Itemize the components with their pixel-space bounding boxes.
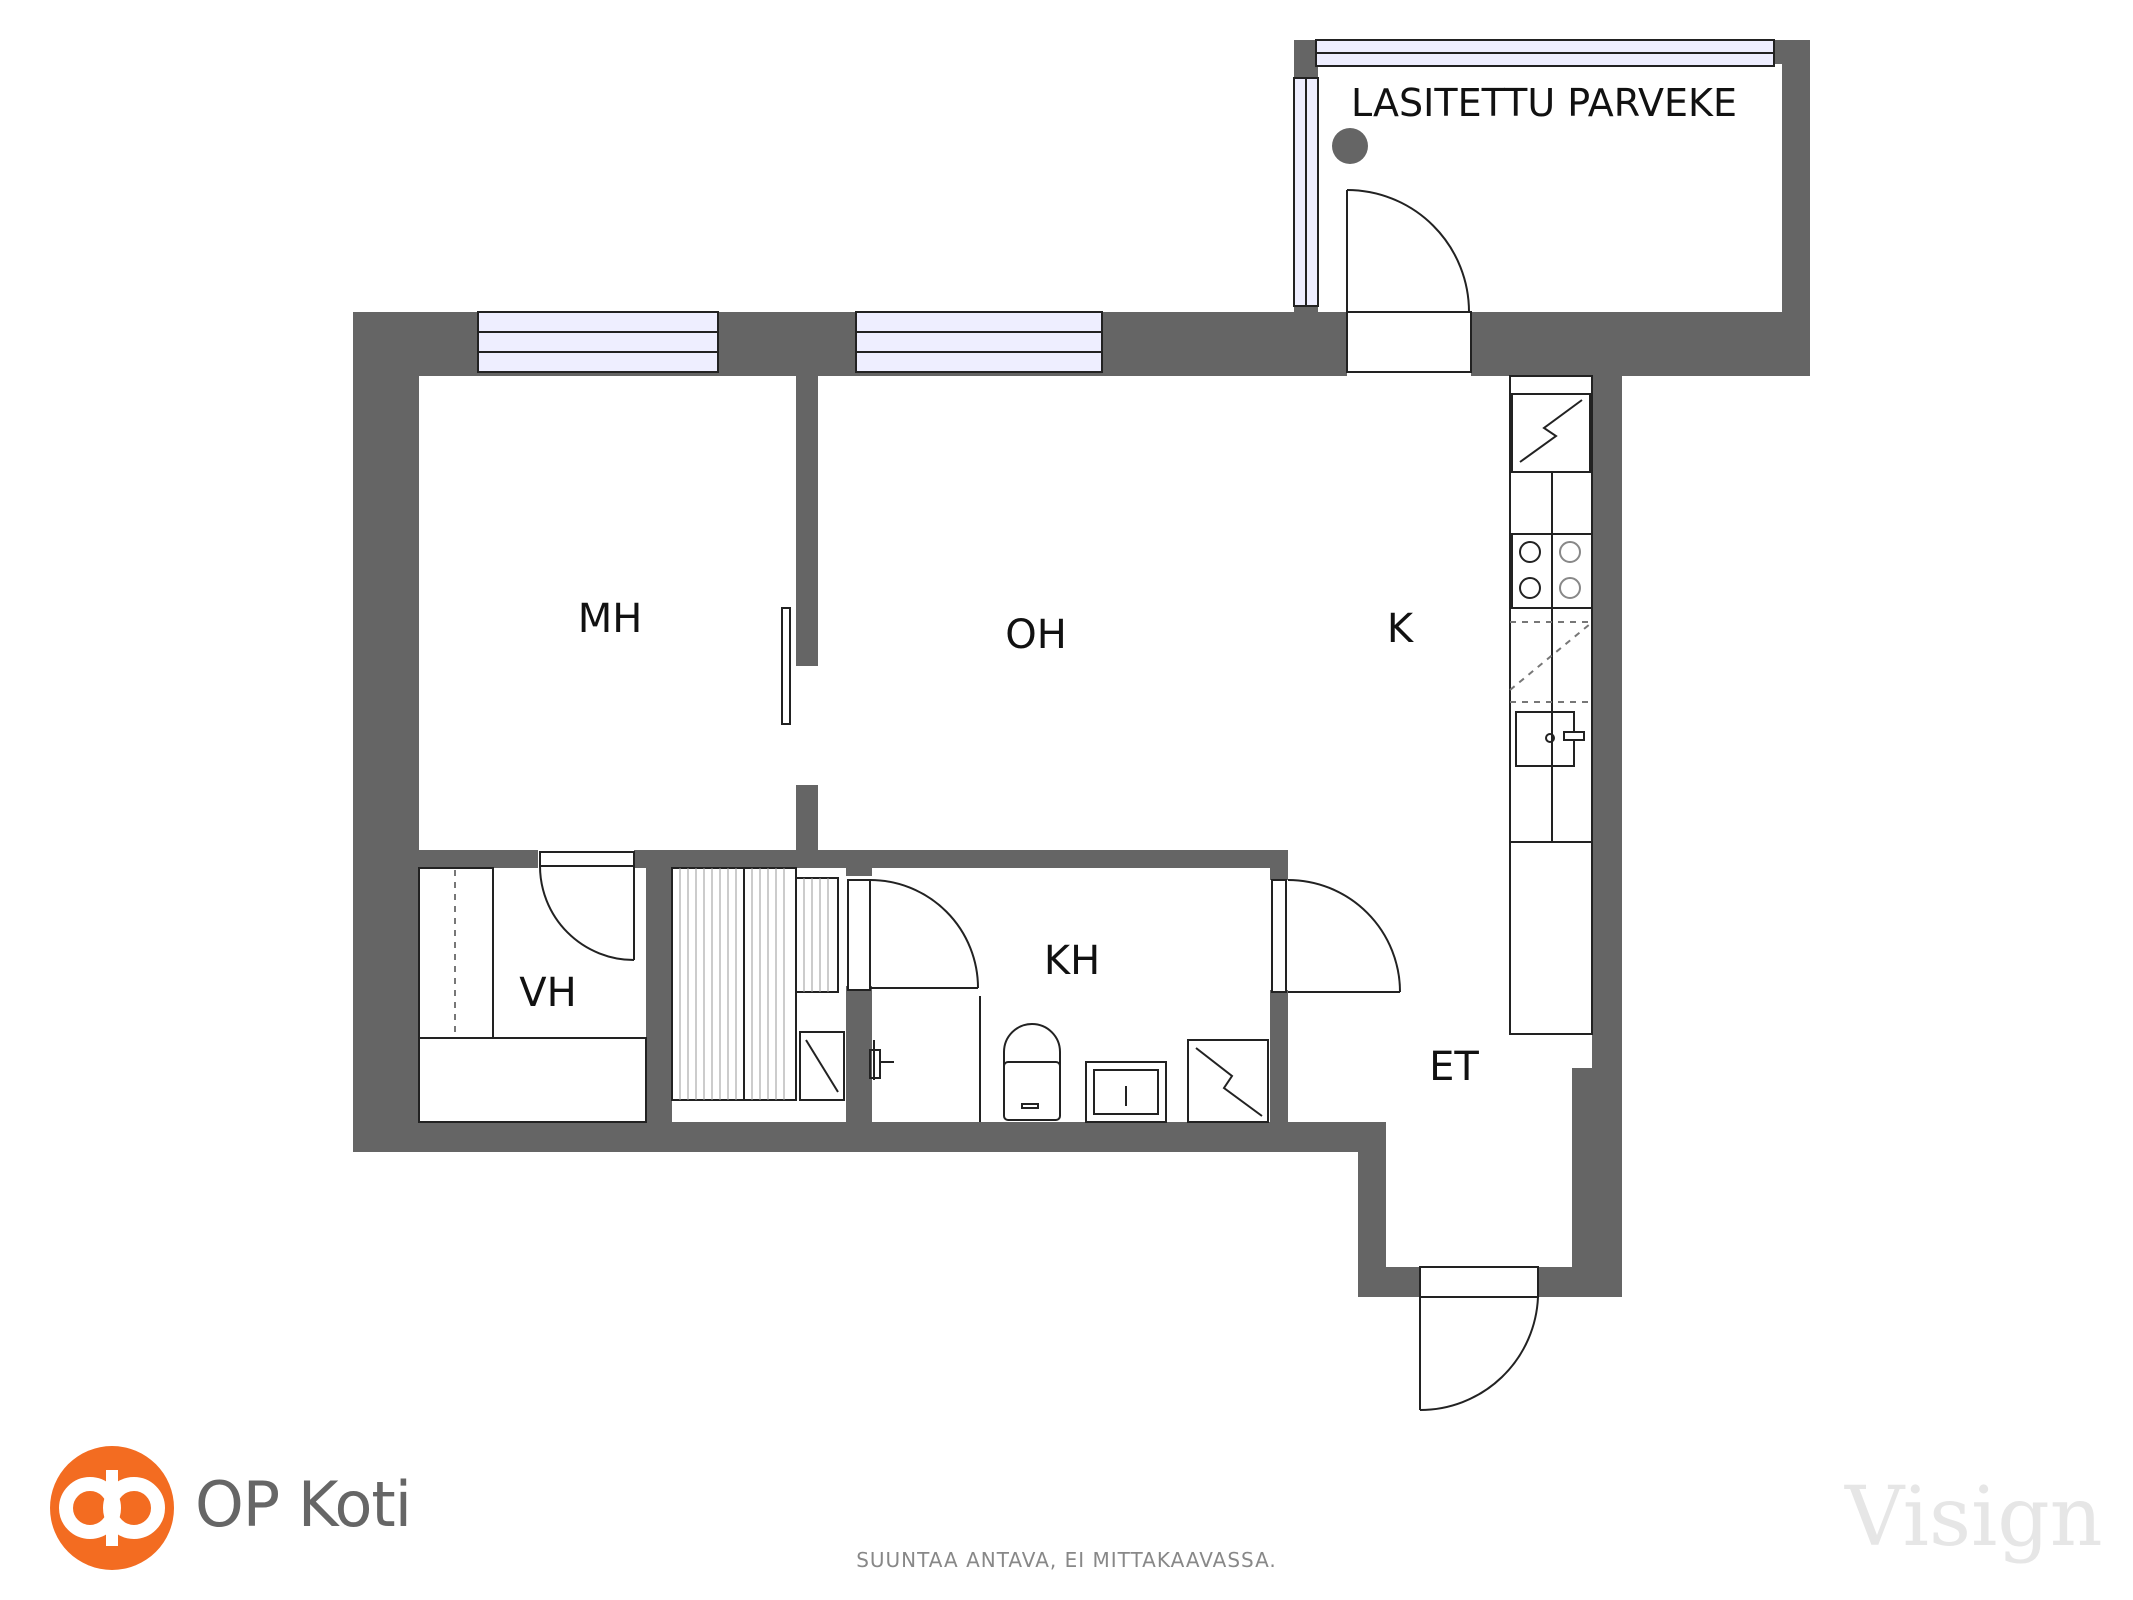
room-label-kh: KH bbox=[1044, 938, 1100, 984]
bathroom-fixtures bbox=[869, 996, 1269, 1123]
disclaimer: SUUNTAA ANTAVA, EI MITTAKAAVASSA. bbox=[856, 1548, 1277, 1572]
doors bbox=[539, 189, 1539, 1412]
brand-name: OP Koti bbox=[195, 1468, 412, 1541]
watermark: Visign bbox=[1845, 1470, 2103, 1565]
room-label-oh: OH bbox=[1005, 612, 1067, 658]
sauna-benches bbox=[671, 867, 845, 1101]
room-label-vh: VH bbox=[519, 970, 576, 1016]
room-label-et: ET bbox=[1429, 1044, 1479, 1090]
room-label-mh: MH bbox=[578, 596, 643, 642]
kitchen-fixtures bbox=[1509, 375, 1593, 1035]
walk-in-closet-fixtures bbox=[418, 867, 647, 1123]
room-label-balcony: LASITETTU PARVEKE bbox=[1351, 81, 1737, 125]
room-label-k: K bbox=[1387, 606, 1415, 652]
windows bbox=[477, 39, 1775, 373]
balcony-post-icon bbox=[1332, 128, 1368, 164]
op-logo-icon bbox=[50, 1446, 174, 1570]
